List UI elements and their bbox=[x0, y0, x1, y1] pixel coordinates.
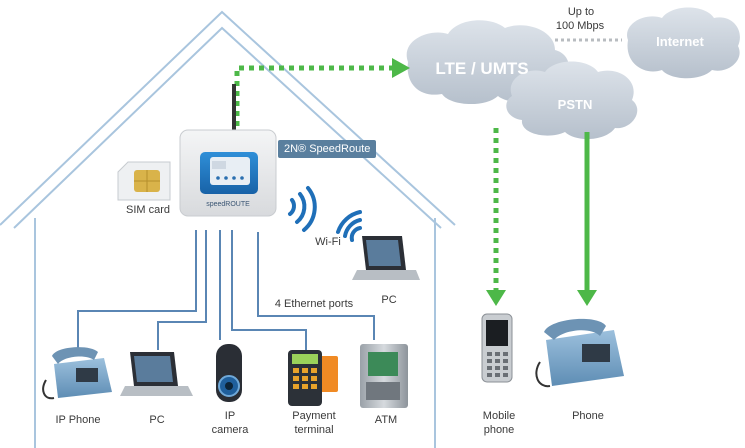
cloud-icon bbox=[506, 61, 638, 140]
wifi-icon bbox=[288, 186, 362, 242]
arrow-to-phone bbox=[577, 290, 597, 306]
ethernet-lines bbox=[77, 230, 375, 355]
mobile-phone-icon bbox=[481, 313, 513, 383]
wifi-label: Wi-Fi bbox=[315, 236, 341, 248]
speed-label-line2: 100 Mbps bbox=[555, 20, 605, 32]
atm-label: ATM bbox=[374, 414, 398, 426]
ip-phone-icon bbox=[42, 347, 112, 400]
ip-camera-icon bbox=[216, 344, 242, 402]
payment-terminal-icon bbox=[288, 350, 338, 406]
sim-card-label: SIM card bbox=[125, 204, 170, 216]
sim-card-icon bbox=[117, 161, 171, 201]
lte-cloud-label: LTE / UMTS bbox=[435, 59, 529, 78]
payment-label-line1: Payment bbox=[292, 410, 336, 422]
payment-label-line2: terminal bbox=[294, 424, 334, 436]
desk-phone-icon bbox=[535, 318, 624, 388]
pc-wired-label: PC bbox=[149, 414, 165, 426]
cloud-icon bbox=[627, 7, 740, 79]
router-icon bbox=[179, 84, 277, 217]
router-lte-link bbox=[234, 65, 392, 126]
internet-cloud-label: Internet bbox=[656, 34, 704, 49]
laptop-icon bbox=[352, 236, 420, 280]
atm-icon bbox=[360, 344, 408, 408]
router-name-badge: 2N® SpeedRoute bbox=[278, 140, 377, 158]
arrow-to-mobile bbox=[486, 290, 506, 306]
phone-label: Phone bbox=[572, 410, 604, 422]
pstn-cloud-label: PSTN bbox=[557, 97, 593, 112]
laptop-icon bbox=[120, 352, 193, 396]
ip-camera-label-line2: camera bbox=[211, 424, 249, 436]
mobile-label-line1: Mobile bbox=[482, 410, 516, 422]
mobile-label-line2: phone bbox=[483, 424, 515, 436]
house-outline bbox=[0, 10, 456, 448]
ip-phone-label: IP Phone bbox=[55, 414, 101, 426]
arrow-to-lte bbox=[392, 58, 410, 78]
speed-label-line1: Up to bbox=[567, 6, 595, 18]
pc-wifi-label: PC bbox=[381, 294, 397, 306]
ethernet-ports-label: 4 Ethernet ports bbox=[274, 298, 354, 310]
ip-camera-label-line1: IP bbox=[224, 410, 236, 422]
router-brand-label: speedROUTE bbox=[206, 201, 250, 208]
